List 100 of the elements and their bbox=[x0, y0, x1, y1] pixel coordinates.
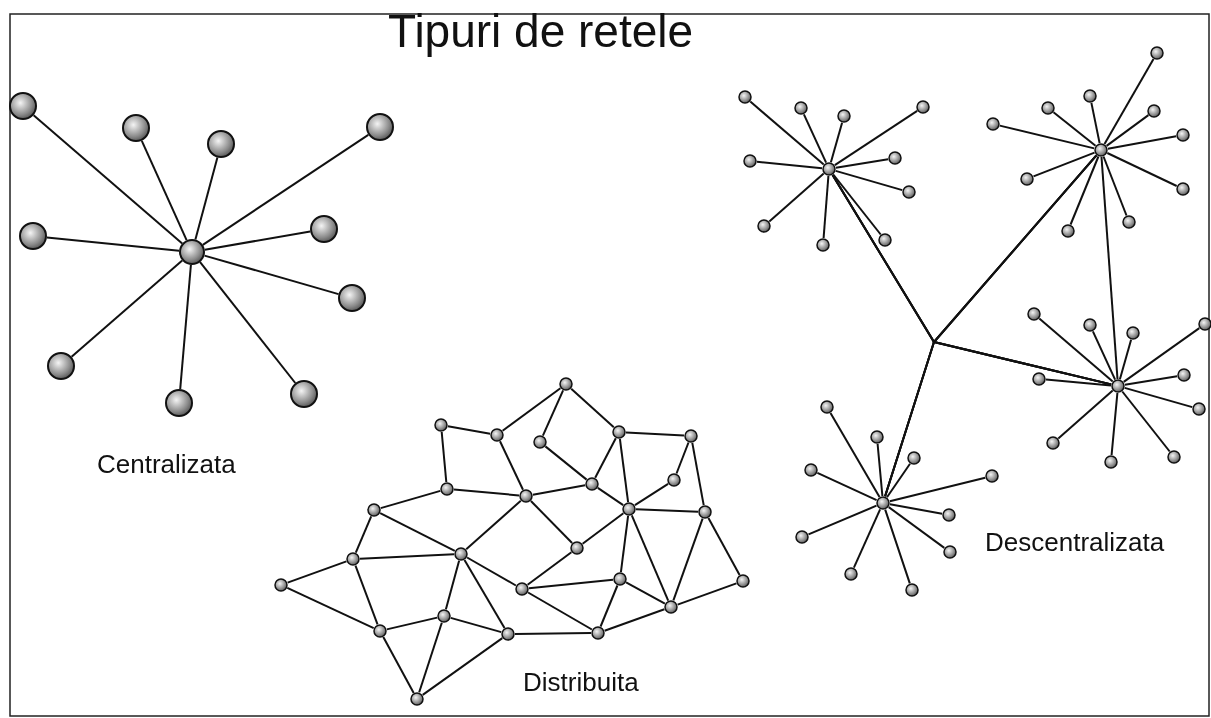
connection-line bbox=[1110, 392, 1119, 456]
connection-line bbox=[444, 559, 461, 611]
network-node bbox=[410, 692, 424, 706]
network-type-label: Descentralizata bbox=[985, 528, 1165, 557]
connection-line bbox=[1100, 156, 1119, 380]
network-node bbox=[165, 389, 193, 417]
connection-line bbox=[886, 462, 911, 499]
network-node bbox=[820, 400, 834, 414]
connection-line bbox=[541, 389, 565, 437]
network-node bbox=[907, 451, 921, 465]
connection-line bbox=[834, 158, 890, 169]
network-node bbox=[440, 482, 454, 496]
network-node bbox=[738, 90, 752, 104]
connection-line bbox=[1032, 151, 1096, 178]
connection-line bbox=[544, 445, 588, 481]
network-node bbox=[888, 151, 902, 165]
connection-line bbox=[884, 340, 1113, 498]
connection-line bbox=[286, 560, 348, 584]
network-node bbox=[667, 473, 681, 487]
diagram-title: Tipuri de retele bbox=[388, 6, 694, 57]
connection-line bbox=[630, 514, 670, 602]
network-node bbox=[434, 418, 448, 432]
connection-line bbox=[768, 172, 825, 223]
network-node bbox=[612, 425, 626, 439]
connection-line bbox=[888, 503, 944, 515]
connection-line bbox=[618, 437, 630, 504]
network-node bbox=[1167, 450, 1181, 464]
connection-line bbox=[203, 230, 312, 251]
network-node bbox=[1083, 89, 1097, 103]
connection-line bbox=[832, 173, 882, 236]
connection-line bbox=[194, 156, 219, 241]
connection-line bbox=[286, 586, 375, 630]
network-node bbox=[310, 215, 338, 243]
connection-line bbox=[527, 591, 593, 631]
connection-line bbox=[603, 608, 666, 632]
network-node bbox=[1150, 46, 1164, 60]
connection-line bbox=[379, 512, 456, 552]
connection-line bbox=[998, 124, 1096, 150]
connection-line bbox=[32, 114, 184, 245]
connection-line bbox=[570, 387, 615, 429]
connection-line bbox=[594, 437, 617, 479]
network-node bbox=[570, 541, 584, 555]
connection-line bbox=[619, 514, 630, 574]
connection-line bbox=[625, 431, 685, 437]
network-node bbox=[837, 109, 851, 123]
connection-line bbox=[749, 100, 825, 166]
network-node bbox=[1192, 402, 1206, 416]
connection-line bbox=[1122, 327, 1201, 383]
network-node bbox=[876, 496, 890, 510]
connection-line bbox=[1038, 317, 1114, 383]
connection-line bbox=[1069, 155, 1100, 226]
network-node bbox=[501, 627, 515, 641]
network-node bbox=[794, 101, 808, 115]
network-node bbox=[1198, 317, 1211, 331]
connection-line bbox=[852, 508, 882, 569]
network-node bbox=[1027, 307, 1041, 321]
network-node bbox=[1083, 318, 1097, 332]
connection-line bbox=[528, 578, 614, 590]
network-node bbox=[1122, 215, 1136, 229]
network-node bbox=[179, 239, 205, 265]
network-node bbox=[878, 233, 892, 247]
connection-line bbox=[1106, 152, 1178, 187]
network-node bbox=[290, 380, 318, 408]
network-node bbox=[533, 435, 547, 449]
network-node bbox=[1104, 455, 1118, 469]
connection-line bbox=[707, 517, 741, 576]
network-type-label: Distribuita bbox=[523, 668, 639, 697]
connection-line bbox=[45, 236, 181, 252]
connection-line bbox=[463, 559, 506, 629]
connection-line bbox=[1052, 111, 1097, 147]
connection-line bbox=[466, 556, 517, 587]
connection-line bbox=[596, 486, 625, 507]
connection-line bbox=[834, 169, 904, 192]
connection-line bbox=[676, 582, 738, 606]
network-node bbox=[519, 489, 533, 503]
network-node bbox=[1032, 372, 1046, 386]
network-node bbox=[684, 429, 698, 443]
network-node bbox=[822, 162, 836, 176]
connection-line bbox=[359, 553, 455, 560]
network-node bbox=[1176, 128, 1190, 142]
connection-line bbox=[531, 484, 587, 496]
connection-line bbox=[529, 500, 574, 544]
network-node bbox=[207, 130, 235, 158]
network-node bbox=[9, 92, 37, 120]
network-node bbox=[1126, 326, 1140, 340]
connection-line bbox=[179, 264, 192, 391]
connection-line bbox=[199, 261, 297, 384]
connection-line bbox=[140, 139, 188, 242]
connection-line bbox=[499, 440, 524, 491]
connection-line bbox=[449, 616, 503, 634]
connection-line bbox=[807, 504, 878, 536]
network-node bbox=[985, 469, 999, 483]
connection-line bbox=[421, 637, 504, 696]
connection-line bbox=[1091, 330, 1117, 381]
network-node bbox=[490, 428, 504, 442]
connection-line bbox=[888, 476, 987, 503]
network-node bbox=[736, 574, 750, 588]
connection-line bbox=[1118, 338, 1133, 381]
connection-line bbox=[526, 551, 573, 586]
network-node bbox=[1176, 182, 1190, 196]
